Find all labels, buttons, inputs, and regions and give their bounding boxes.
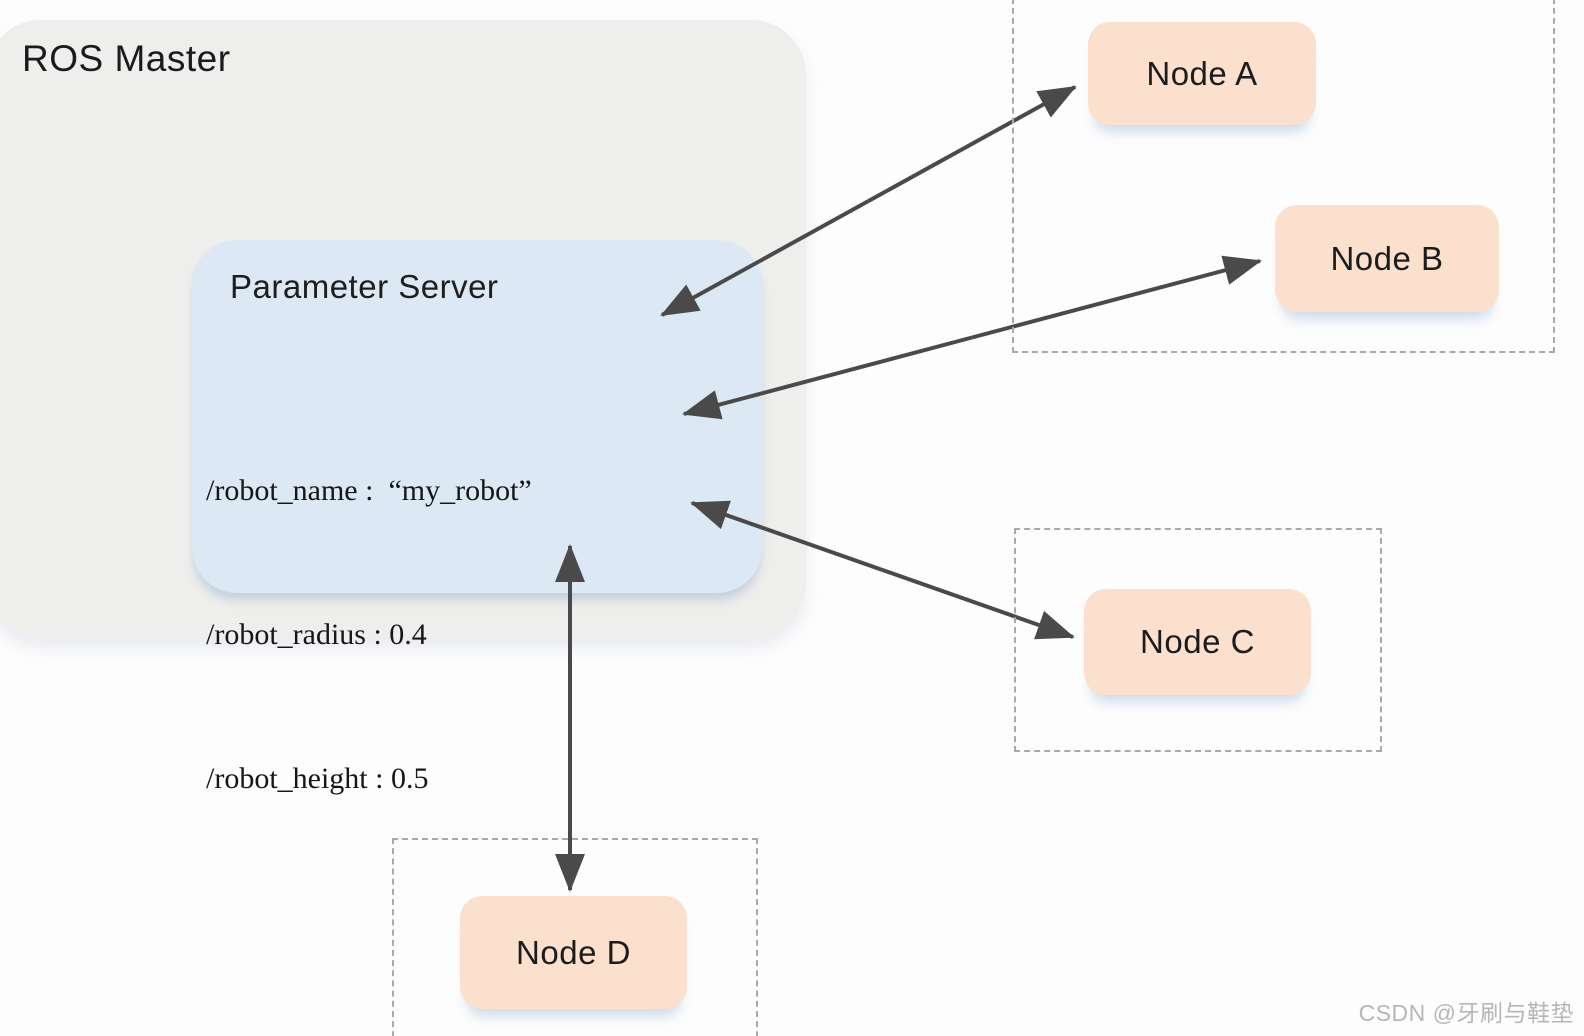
node-d-label: Node D xyxy=(516,933,631,971)
param-robot-height: /robot_height : 0.5 xyxy=(206,762,429,795)
node-b-label: Node B xyxy=(1330,239,1444,277)
param-robot-radius: /robot_radius : 0.4 xyxy=(206,618,427,651)
node-c: Node C xyxy=(1084,589,1311,695)
watermark: CSDN @牙刷与鞋垫 xyxy=(1358,1000,1574,1026)
node-d: Node D xyxy=(460,896,687,1009)
node-group-c xyxy=(1014,528,1382,752)
node-a-label: Node A xyxy=(1146,54,1258,92)
parameter-list: /robot_name : “my_robot” /robot_radius :… xyxy=(206,371,532,899)
node-group-ab xyxy=(1012,0,1555,353)
parameter-server-box: Parameter Server /robot_name : “my_robot… xyxy=(192,240,762,795)
parameter-server-title: Parameter Server xyxy=(230,268,499,305)
node-c-label: Node C xyxy=(1140,623,1255,660)
ros-master-label: ROS Master xyxy=(22,38,231,79)
node-group-d xyxy=(392,838,758,1036)
param-robot-name: /robot_name : “my_robot” xyxy=(206,474,532,507)
node-a: Node A xyxy=(1088,22,1316,125)
node-b: Node B xyxy=(1275,205,1499,312)
